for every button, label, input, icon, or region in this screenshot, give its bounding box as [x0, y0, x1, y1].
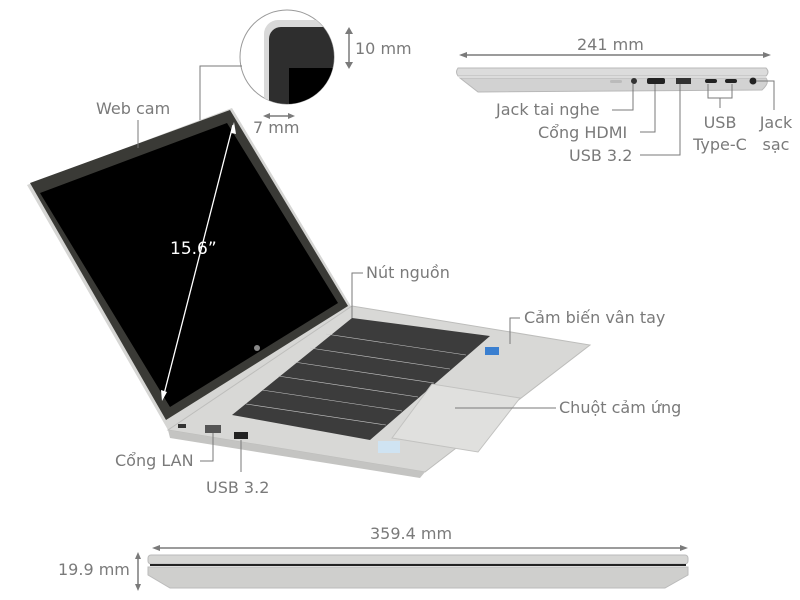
webcam-label: Web cam — [96, 99, 171, 118]
front-view-laptop — [135, 545, 689, 591]
diagonal-arrow — [162, 124, 234, 399]
power-button-label: Nút nguồn — [366, 263, 450, 282]
laptop-base — [166, 305, 592, 478]
headphone-jack-label: Jack tai nghe — [496, 100, 600, 119]
screen-size-label: 15.6” — [170, 239, 217, 259]
lan-port-label: Cổng LAN — [115, 451, 194, 470]
touchpad-label: Chuột cảm ứng — [559, 398, 682, 417]
charging-jack-label: Jack sạc — [759, 113, 793, 154]
thickness-label: 19.9 mm — [58, 560, 130, 579]
fingerprint-label: Cảm biến vân tay — [524, 308, 666, 327]
side-view-laptop — [456, 52, 771, 93]
usb-left-label: USB 3.2 — [206, 478, 270, 497]
bezel-side-label: 7 mm — [253, 118, 300, 137]
depth-label: 241 mm — [577, 35, 644, 54]
usb-typec-label: USB Type-C — [693, 113, 747, 154]
usb-right-label: USB 3.2 — [569, 146, 633, 165]
bezel-top-label: 10 mm — [355, 39, 412, 58]
laptop-lid — [27, 108, 352, 430]
hdmi-port-label: Cổng HDMI — [538, 123, 628, 142]
width-label: 359.4 mm — [370, 524, 453, 543]
bezel-zoom-circle — [239, 9, 335, 105]
